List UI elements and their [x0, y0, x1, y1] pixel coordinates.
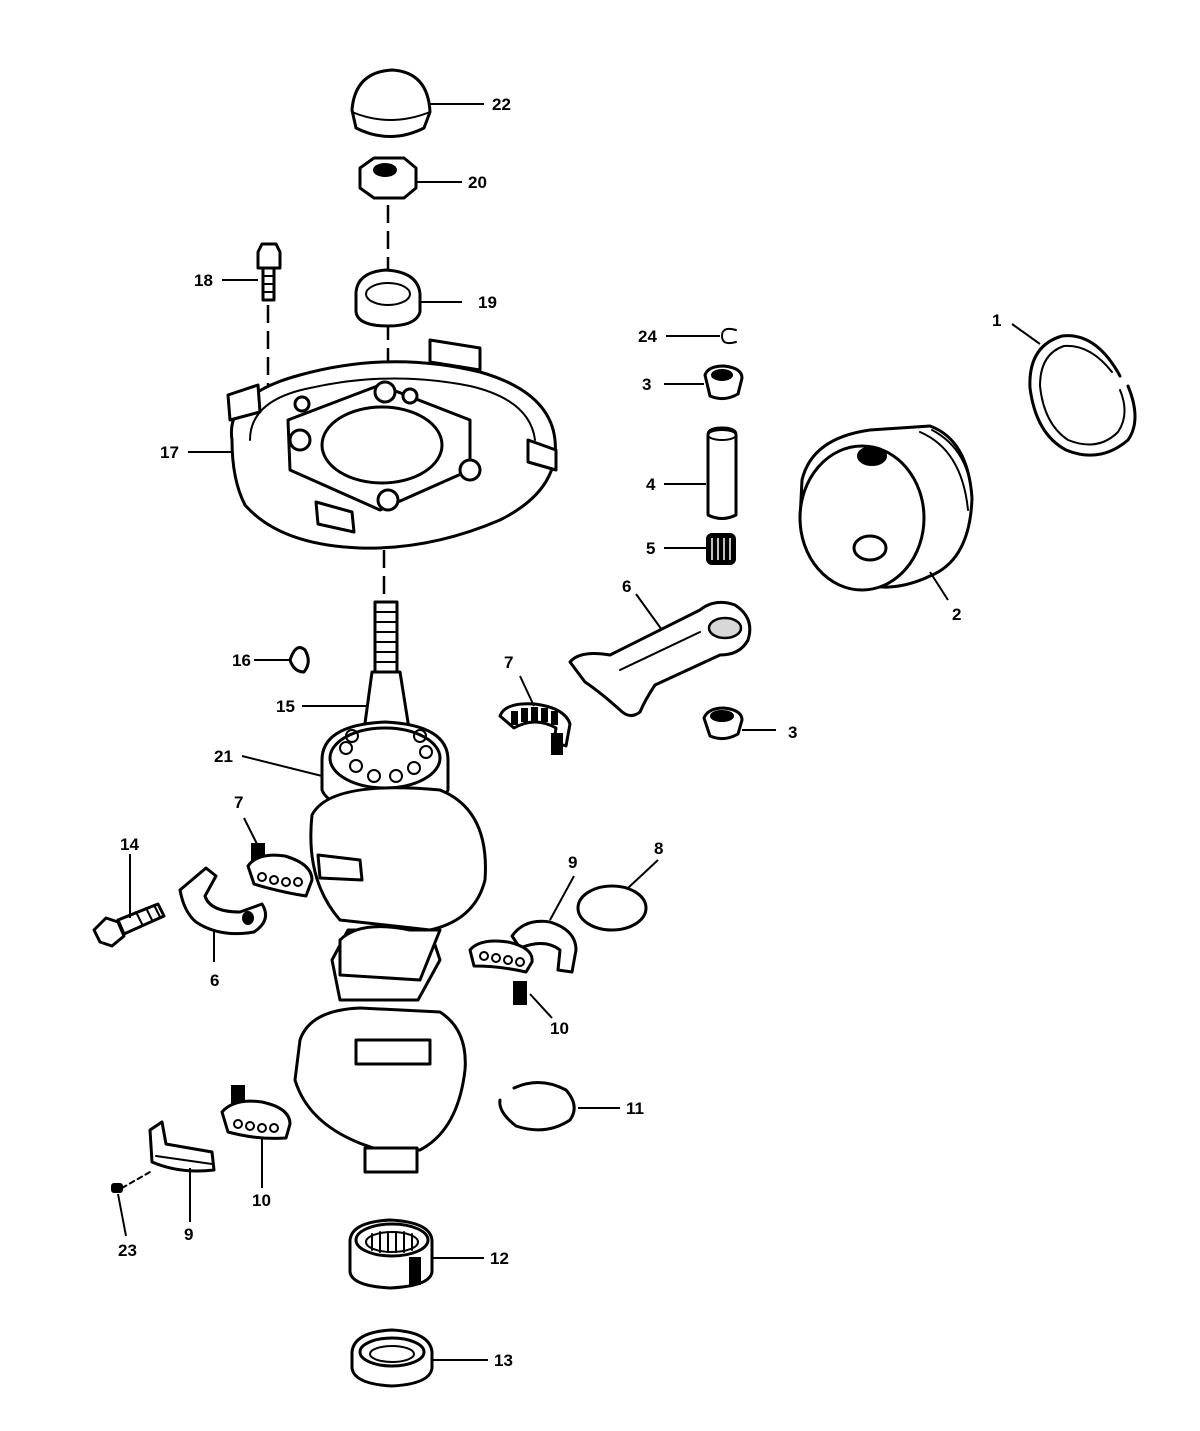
callout-7-upper: 7	[504, 653, 513, 672]
callout-22: 22	[492, 95, 511, 114]
rod-cap-part-6-lower	[178, 866, 268, 936]
crankshaft-body	[293, 786, 487, 1174]
retaining-clip-part-24	[720, 327, 737, 345]
callout-labels: 22 20 19 18 17 16 15 21 24 3 4 5 6 7 3 1…	[118, 95, 1001, 1370]
callout-4: 4	[646, 475, 656, 494]
piston-pin-part-4	[706, 426, 738, 520]
callout-1: 1	[992, 311, 1001, 330]
seal-part-19	[354, 268, 422, 328]
leader-lines	[117, 103, 1041, 1361]
bolt-part-18	[256, 242, 282, 302]
needle-cage-part-10-lower	[220, 1085, 292, 1140]
roller-bearing-part-12	[348, 1218, 434, 1290]
callout-20: 20	[468, 173, 487, 192]
callout-10-lower: 10	[252, 1191, 271, 1210]
callout-24: 24	[638, 327, 657, 346]
needle-cage-part-7-lower	[246, 843, 314, 898]
needle-bearing-part-5	[706, 533, 736, 565]
callout-16: 16	[232, 651, 251, 670]
callout-18: 18	[194, 271, 213, 290]
callout-17: 17	[160, 443, 179, 462]
callout-19: 19	[478, 293, 497, 312]
callout-11: 11	[626, 1099, 644, 1118]
callout-7-lower: 7	[234, 793, 243, 812]
stator-plate-part-17	[226, 338, 558, 550]
callout-15: 15	[276, 697, 295, 716]
callout-5: 5	[646, 539, 655, 558]
callout-12: 12	[490, 1249, 509, 1268]
ring-part-8	[576, 884, 648, 932]
bearing-race-part-9-lower	[148, 1120, 216, 1173]
callout-3-lower: 3	[788, 723, 797, 742]
callout-23: 23	[118, 1241, 137, 1260]
piston-ring-part-1	[1028, 334, 1137, 457]
callout-9-mid: 9	[568, 853, 577, 872]
callout-3-upper: 3	[642, 375, 651, 394]
callout-2: 2	[952, 605, 961, 624]
rod-bolt-part-14	[92, 902, 166, 948]
callout-8: 8	[654, 839, 663, 858]
callout-9-lower: 9	[184, 1225, 193, 1244]
connecting-rod-part-6	[568, 600, 752, 717]
bushing-part-3-upper	[703, 364, 744, 401]
needle-cage-part-10-mid	[468, 939, 534, 1005]
callout-13: 13	[494, 1351, 513, 1370]
callout-6-lower: 6	[210, 971, 219, 990]
retaining-ring-part-11	[498, 1081, 576, 1132]
needle-cage-part-7-upper	[498, 702, 572, 755]
woodruff-key-part-16	[288, 646, 310, 674]
bearing-race-part-9-mid	[510, 919, 578, 974]
cap-part-22	[350, 68, 432, 138]
callout-14: 14	[120, 835, 139, 854]
callout-21: 21	[214, 747, 233, 766]
callout-10-mid: 10	[550, 1019, 569, 1038]
bushing-part-3-lower	[702, 706, 744, 741]
screw-part-23	[111, 1171, 151, 1193]
hex-nut-part-20	[358, 156, 418, 200]
callout-6-upper: 6	[622, 577, 631, 596]
piston-part-2	[798, 424, 974, 592]
seal-ring-part-13	[350, 1328, 434, 1388]
